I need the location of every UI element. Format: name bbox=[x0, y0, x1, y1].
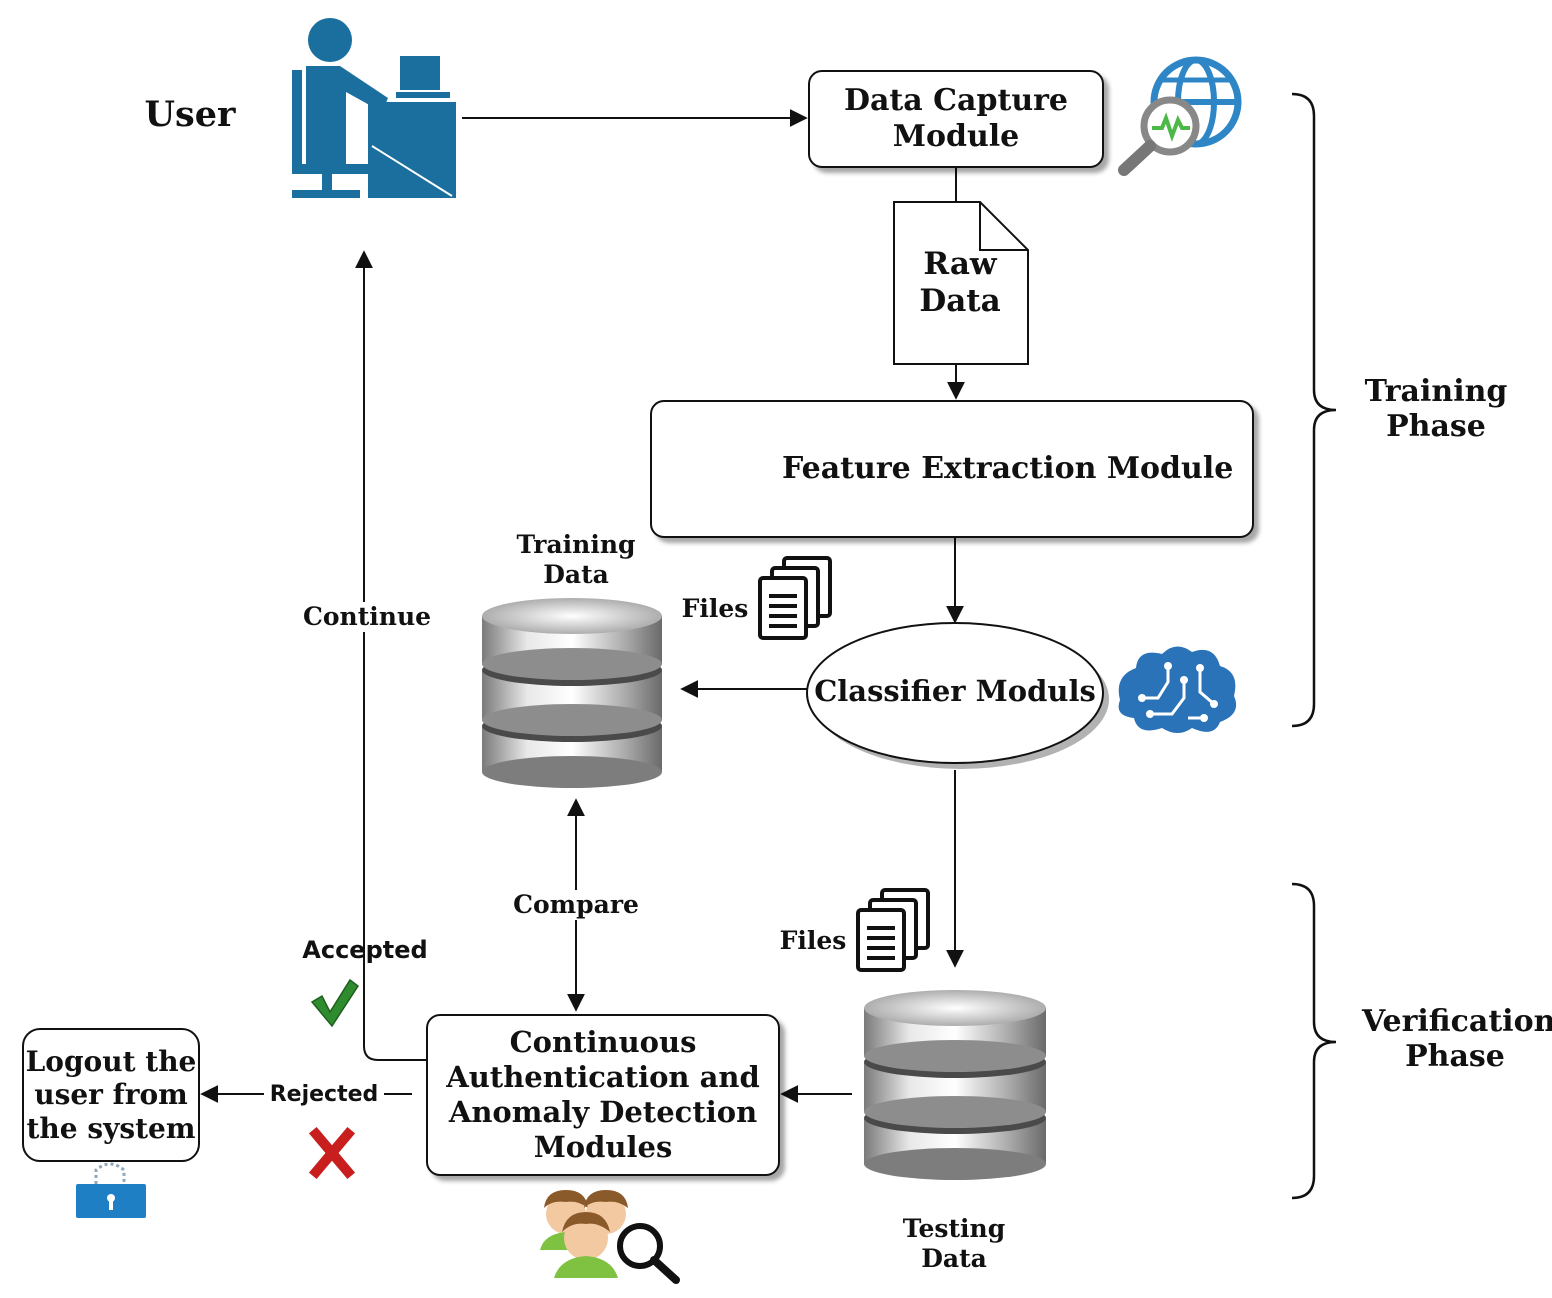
testing-data-line1: Testing bbox=[902, 1214, 1006, 1243]
testing-data-line2: Data bbox=[921, 1243, 987, 1273]
ca-line4: Modules bbox=[533, 1129, 673, 1164]
testing-database-icon bbox=[864, 990, 1046, 1180]
accepted-label: Accepted bbox=[302, 936, 428, 964]
user-at-computer-icon bbox=[292, 18, 456, 198]
verification-phase-line1: Verification bbox=[1362, 1004, 1552, 1039]
training-phase-line1: Training bbox=[1364, 374, 1508, 409]
lock-icon bbox=[76, 1162, 146, 1218]
feature-extraction-label: Feature Extraction Module bbox=[782, 451, 1234, 486]
people-search-icon bbox=[540, 1190, 680, 1284]
training-phase-brace bbox=[1291, 92, 1337, 728]
ca-line2: Authentication and bbox=[446, 1060, 760, 1095]
x-mark-icon bbox=[308, 1126, 356, 1180]
verification-phase-line2: Phase bbox=[1405, 1039, 1505, 1075]
logout-box: Logout the user from the system bbox=[22, 1028, 200, 1162]
raw-data-document bbox=[893, 201, 1029, 365]
logout-line3: the system bbox=[26, 1111, 196, 1145]
files-stack-icon-bottom bbox=[856, 888, 930, 972]
data-capture-line1: Data Capture bbox=[843, 83, 1069, 118]
globe-magnifier-icon bbox=[1118, 56, 1242, 176]
user-label: User bbox=[144, 94, 236, 135]
rejected-label: Rejected bbox=[264, 1082, 384, 1108]
files-stack-icon-top bbox=[758, 556, 832, 640]
raw-data-line1: Raw bbox=[923, 246, 997, 282]
edge-continue bbox=[355, 250, 426, 1061]
data-capture-line2: Module bbox=[892, 119, 1020, 154]
training-phase-line2: Phase bbox=[1386, 409, 1486, 445]
files-bottom-label: Files bbox=[779, 926, 847, 955]
ca-line3: Anomaly Detection bbox=[448, 1095, 758, 1129]
training-database-icon bbox=[482, 598, 662, 788]
continue-label: Continue bbox=[300, 602, 434, 632]
compare-label: Compare bbox=[508, 890, 644, 920]
files-top-label: Files bbox=[681, 594, 749, 623]
training-data-line2: Data bbox=[543, 559, 609, 589]
classifier-ellipse bbox=[806, 622, 1104, 764]
classifier-label: Classifier Moduls bbox=[814, 674, 1096, 708]
checkmark-icon bbox=[310, 978, 360, 1028]
feature-extraction-module: Feature Extraction Module bbox=[650, 400, 1254, 538]
training-data-line1: Training bbox=[516, 530, 636, 559]
logout-line2: user from bbox=[34, 1078, 188, 1112]
brain-circuit-icon bbox=[1118, 646, 1237, 733]
raw-data-line2: Data bbox=[919, 282, 1001, 319]
continuous-authentication-module: Continuous Authentication and Anomaly De… bbox=[426, 1014, 780, 1176]
verification-phase-brace bbox=[1291, 882, 1337, 1200]
logout-line1: Logout the bbox=[25, 1044, 197, 1078]
ca-line1: Continuous bbox=[509, 1025, 697, 1060]
